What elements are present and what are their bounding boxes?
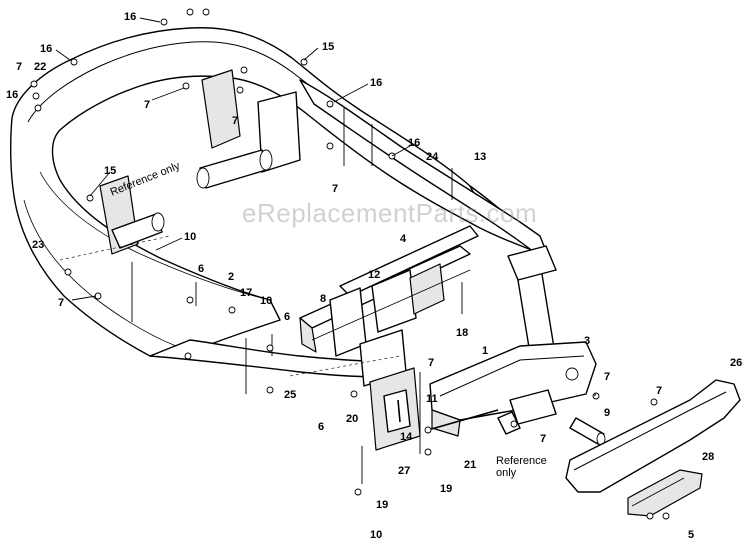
callout-17: 17 <box>240 287 252 299</box>
callout-27: 27 <box>398 465 410 477</box>
axle-housing-edge <box>439 355 585 397</box>
callout-13: 13 <box>474 151 486 163</box>
watermark-text: eReplacementParts.com <box>242 198 537 228</box>
bolt-shafts <box>131 108 463 484</box>
callout-9: 9 <box>604 407 610 419</box>
callout-10: 10 <box>184 231 196 243</box>
callout-15: 15 <box>104 165 116 177</box>
bracket-hole-left <box>151 212 165 232</box>
upper-tube <box>299 79 549 257</box>
callout-7: 7 <box>58 297 64 309</box>
callout-25: 25 <box>284 389 296 401</box>
bracket-shaft-end-2 <box>259 149 273 171</box>
crossmember-line <box>311 269 471 341</box>
callout-11: 11 <box>426 393 438 405</box>
axle-pivot-hole <box>565 367 579 381</box>
front-bumper-26 <box>565 379 741 493</box>
callout-20: 20 <box>346 413 358 425</box>
callout-7: 7 <box>232 115 238 127</box>
hardware <box>30 8 670 520</box>
callout-7: 7 <box>604 371 610 383</box>
callout-7: 7 <box>428 357 434 369</box>
callout-14: 14 <box>400 431 413 443</box>
axle-bracket-plate <box>509 389 557 425</box>
upper-rail-tube <box>299 79 549 257</box>
callout-26: 26 <box>730 357 742 369</box>
reference-bolt <box>497 411 521 435</box>
callout-6: 6 <box>318 421 324 433</box>
callout-10: 10 <box>370 529 382 541</box>
callout-12: 12 <box>368 269 380 281</box>
pin-9 <box>569 417 606 446</box>
rod-21 <box>424 409 499 434</box>
bumper-trim-28 <box>627 469 703 517</box>
frame-lower-line <box>23 199 177 347</box>
bumper-edge <box>573 391 727 471</box>
callout-8: 8 <box>320 293 326 305</box>
crossmember-side <box>299 317 317 353</box>
callout-7: 7 <box>332 183 338 195</box>
callout-1: 1 <box>482 345 488 357</box>
callout-16: 16 <box>6 89 18 101</box>
plate-14-label <box>383 389 411 433</box>
reference-note-right-word: only <box>496 467 517 479</box>
rear-center-bracket <box>196 69 301 189</box>
callout-labels: 16 16 16 16 16 7 22 15 15 7 7 7 24 13 23… <box>6 11 742 541</box>
upright-top <box>507 245 557 281</box>
reference-dashed-lines <box>59 235 401 377</box>
rear-left-bracket <box>99 175 165 255</box>
callout-24: 24 <box>426 151 439 163</box>
callout-5: 5 <box>688 529 694 541</box>
callout-19: 19 <box>376 499 388 511</box>
callout-22: 22 <box>34 61 46 73</box>
battery-plate-27 <box>369 367 421 451</box>
callout-18: 18 <box>456 327 468 339</box>
bumper-body <box>565 379 741 493</box>
callout-15: 15 <box>322 41 334 53</box>
crossmember-plate-12 <box>371 269 417 333</box>
callout-10: 10 <box>260 295 272 307</box>
callout-2: 2 <box>228 271 234 283</box>
frame-lower-line-2 <box>39 171 263 299</box>
callout-4: 4 <box>400 233 407 245</box>
bracket-plate-center <box>201 69 241 149</box>
callout-6: 6 <box>284 311 290 323</box>
callout-leaders <box>55 17 597 397</box>
callout-16: 16 <box>124 11 136 23</box>
callout-23: 23 <box>32 239 44 251</box>
reference-note-right-word: Reference <box>496 455 547 467</box>
bracket-shaft-end <box>196 167 210 189</box>
trim-body <box>627 469 703 517</box>
callout-21: 21 <box>464 459 476 471</box>
bracket-tube-left <box>111 213 163 249</box>
bracket-shaft <box>199 149 267 189</box>
center-crossmember <box>299 225 479 387</box>
callout-16: 16 <box>370 77 382 89</box>
callout-28: 28 <box>702 451 714 463</box>
callout-3: 3 <box>584 335 590 347</box>
front-upright <box>429 245 597 437</box>
callout-7: 7 <box>540 433 546 445</box>
callout-19: 19 <box>440 483 452 495</box>
axle-housing-face <box>431 409 461 437</box>
callout-16: 16 <box>40 43 52 55</box>
callout-6: 6 <box>198 263 204 275</box>
callout-16: 16 <box>408 137 420 149</box>
callout-7: 7 <box>144 99 150 111</box>
callout-7: 7 <box>656 385 662 397</box>
callout-7: 7 <box>16 61 22 73</box>
